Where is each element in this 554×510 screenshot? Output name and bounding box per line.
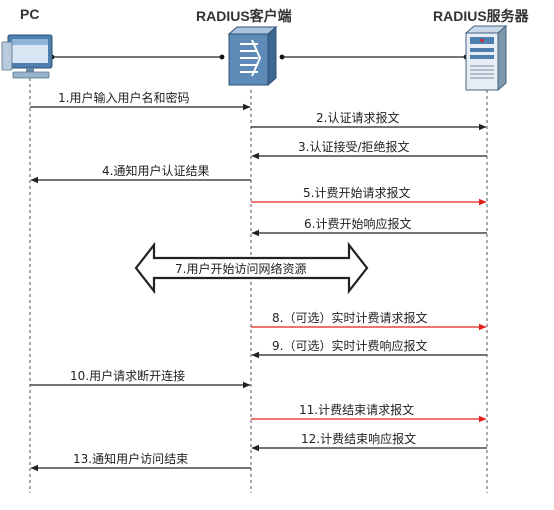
message-label-5: 5.计费开始请求报文: [303, 186, 411, 200]
server-tower-icon: [464, 24, 508, 92]
message-label-1: 1.用户输入用户名和密码: [58, 91, 190, 105]
message-label-11: 12.计费结束响应报文: [301, 432, 417, 446]
message-label-10: 11.计费结束请求报文: [299, 403, 415, 417]
server-title: RADIUS服务器: [433, 8, 529, 24]
message-label-6: 6.计费开始响应报文: [304, 217, 412, 231]
message-label-3: 3.认证接受/拒绝报文: [298, 140, 410, 154]
message-label-2: 2.认证请求报文: [316, 111, 400, 125]
message-label-9: 10.用户请求断开连接: [70, 369, 186, 383]
desktop-computer-icon: [1, 34, 53, 79]
pc-title: PC: [20, 6, 40, 22]
client-title: RADIUS客户端: [196, 8, 292, 24]
message-label-8: 9.（可选）实时计费响应报文: [272, 339, 428, 353]
message-label-12: 13.通知用户访问结束: [73, 452, 189, 466]
resource-access-label: 7.用户开始访问网络资源: [175, 262, 307, 276]
resource-access-arrow: [134, 241, 369, 295]
message-label-4: 4.通知用户认证结果: [102, 164, 210, 178]
radius-client-device-icon: [227, 25, 278, 87]
message-label-7: 8.（可选）实时计费请求报文: [272, 311, 428, 325]
